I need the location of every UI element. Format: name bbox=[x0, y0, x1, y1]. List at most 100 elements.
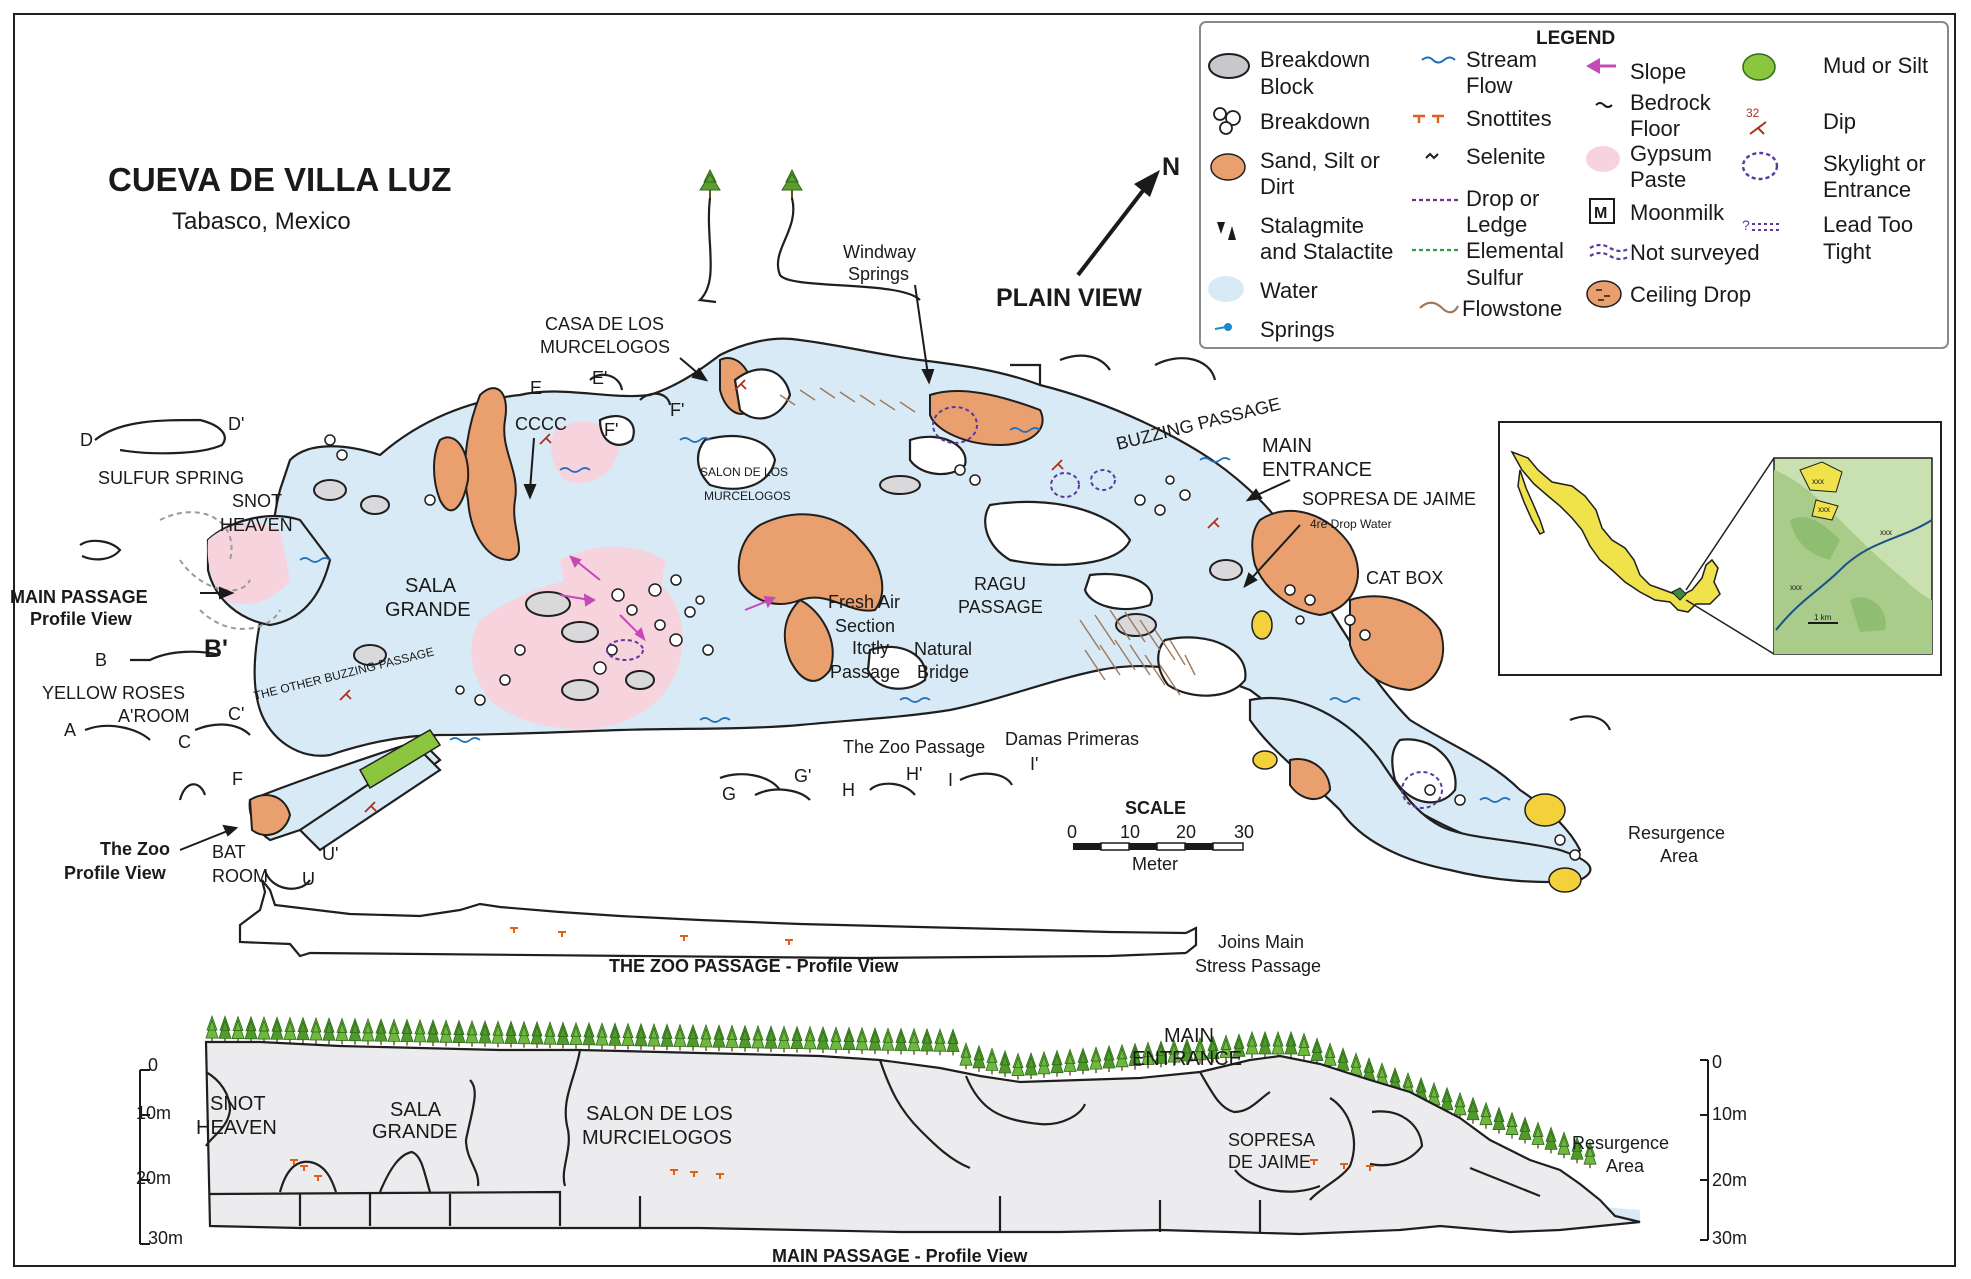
zoo-profile: THE ZOO PASSAGE - Profile View Joins Mai… bbox=[238, 879, 1321, 976]
tree-icon bbox=[478, 1019, 492, 1044]
legend-drop-2: Ledge bbox=[1466, 212, 1527, 237]
legend-skylight: Skylight or bbox=[1823, 151, 1926, 176]
depth-30-left: 30m bbox=[148, 1228, 183, 1248]
tree-icon bbox=[712, 1024, 726, 1048]
not-surveyed-line bbox=[159, 511, 281, 630]
label-ragu-2: PASSAGE bbox=[958, 597, 1043, 617]
cave-plan bbox=[79, 197, 1612, 893]
tree-icon bbox=[517, 1020, 531, 1045]
water-icon bbox=[1208, 276, 1244, 302]
label-windway: Windway bbox=[843, 242, 916, 262]
profile-snot-2: HEAVEN bbox=[196, 1117, 277, 1139]
label-b: B bbox=[95, 650, 107, 670]
depth-scale-left: 0 10m 20m 30m bbox=[136, 1055, 183, 1248]
tree-icon bbox=[842, 1026, 856, 1050]
label-cccc: CCCC bbox=[515, 414, 567, 434]
legend-drop: Drop or bbox=[1466, 186, 1539, 211]
legend-not-surveyed: Not surveyed bbox=[1630, 240, 1760, 265]
depth-30-right: 30m bbox=[1712, 1228, 1747, 1248]
profile-resurgence-2: Area bbox=[1606, 1156, 1645, 1176]
tree-icon bbox=[283, 1016, 297, 1040]
legend-breakdown-block-2: Block bbox=[1260, 74, 1315, 99]
label-sala-grande-2: GRANDE bbox=[385, 599, 471, 621]
label-i-prime: I' bbox=[1030, 754, 1038, 774]
label-c: C bbox=[178, 732, 191, 752]
label-f-upper: F' bbox=[604, 420, 618, 440]
profile-sopresa: SOPRESA bbox=[1228, 1130, 1315, 1150]
slope-icon bbox=[559, 555, 776, 642]
label-h-prime: H' bbox=[906, 764, 922, 784]
label-bat-room: BAT bbox=[212, 842, 246, 862]
depth-0-right: 0 bbox=[1712, 1052, 1722, 1072]
tree-icon bbox=[543, 1021, 557, 1045]
legend-sand: Sand, Silt or bbox=[1260, 148, 1380, 173]
label-yellow-roses: YELLOW ROSES bbox=[42, 683, 185, 703]
zoo-profile-joins: Joins Main bbox=[1218, 932, 1304, 952]
zoo-profile-title: THE ZOO PASSAGE - Profile View bbox=[609, 956, 899, 976]
label-snot-heaven: SNOT bbox=[232, 491, 282, 511]
legend-skylight-2: Entrance bbox=[1823, 177, 1911, 202]
stream-flow-icon bbox=[1421, 56, 1456, 64]
svg-text:32: 32 bbox=[1746, 106, 1760, 120]
label-f-upper-prime: F' bbox=[670, 400, 684, 420]
tree-icon bbox=[803, 1025, 817, 1050]
tree-icon bbox=[452, 1019, 466, 1043]
legend-breakdown: Breakdown bbox=[1260, 109, 1370, 134]
profile-salon-2: MURCIELOGOS bbox=[582, 1127, 732, 1149]
legend-ceiling-drop: Ceiling Drop bbox=[1630, 282, 1751, 307]
label-main-passage-pv-2: Profile View bbox=[30, 609, 133, 629]
not-surveyed-icon bbox=[1589, 243, 1631, 261]
flowstone-icon bbox=[1419, 301, 1459, 314]
scale-tick-0: 0 bbox=[1067, 822, 1077, 842]
legend-springs: Springs bbox=[1260, 317, 1335, 342]
label-sala-grande: SALA bbox=[405, 575, 457, 597]
skylight-icon bbox=[606, 406, 1443, 809]
moonmilk-icon: M bbox=[1589, 198, 1615, 224]
label-u-prime: U' bbox=[322, 844, 338, 864]
mud-icon bbox=[1742, 53, 1776, 81]
label-d-prime: D' bbox=[228, 414, 244, 434]
label-u: U bbox=[302, 869, 315, 889]
slope-icon bbox=[1586, 58, 1616, 74]
label-g: G bbox=[722, 784, 736, 804]
depth-20-left: 20m bbox=[136, 1168, 171, 1188]
legend-stalagmite-2: and Stalactite bbox=[1260, 239, 1393, 264]
label-c-prime: C' bbox=[228, 704, 244, 724]
inset-marker: xxx bbox=[1812, 477, 1824, 486]
legend-flowstone: Flowstone bbox=[1462, 296, 1562, 321]
legend-sulfur: Elemental bbox=[1466, 238, 1564, 263]
stalagmite-icon bbox=[1217, 222, 1236, 240]
north-arrow-icon bbox=[1076, 170, 1160, 277]
label-f: F bbox=[232, 769, 243, 789]
label-zoo-pv: The Zoo bbox=[100, 839, 170, 859]
stream-flow-icon bbox=[299, 427, 1511, 803]
legend: LEGEND Breakdown Block Breakdown Sand, S… bbox=[1199, 21, 1949, 349]
label-natural-bridge-2: Bridge bbox=[917, 662, 969, 682]
label-fresh-air: Fresh Air bbox=[828, 592, 900, 612]
tree-icon bbox=[218, 1015, 232, 1039]
scale-unit: Meter bbox=[1132, 854, 1178, 874]
legend-mud: Mud or Silt bbox=[1823, 53, 1928, 78]
gypsum-icon bbox=[1586, 146, 1620, 172]
scale-title: SCALE bbox=[1125, 798, 1186, 818]
profile-snot: SNOT bbox=[210, 1093, 266, 1115]
inset-map: xxx xxx xxx xxx 1 km bbox=[1498, 421, 1942, 676]
tree-icon bbox=[647, 1022, 661, 1047]
label-drop-water: 4re Drop Water bbox=[1310, 517, 1392, 531]
legend-stalagmite: Stalagmite bbox=[1260, 213, 1364, 238]
map-subtitle: Tabasco, Mexico bbox=[172, 208, 351, 235]
breakdown-icon bbox=[1213, 107, 1241, 135]
dip-icon bbox=[339, 379, 1220, 813]
skylight-icon bbox=[1741, 151, 1779, 181]
flowstone-icon bbox=[779, 387, 1196, 696]
label-d: D bbox=[80, 430, 93, 450]
tree-line bbox=[205, 1014, 1597, 1169]
label-main-entrance: MAIN bbox=[1262, 435, 1312, 457]
legend-bedrock: Bedrock bbox=[1630, 90, 1712, 115]
lead-icon: ? bbox=[1742, 217, 1782, 233]
legend-selenite: Selenite bbox=[1466, 144, 1546, 169]
legend-lead: Lead Too bbox=[1823, 212, 1913, 237]
tree-icon bbox=[387, 1018, 401, 1042]
label-bat-room-2: ROOM bbox=[212, 866, 268, 886]
legend-slope: Slope bbox=[1630, 59, 1686, 84]
